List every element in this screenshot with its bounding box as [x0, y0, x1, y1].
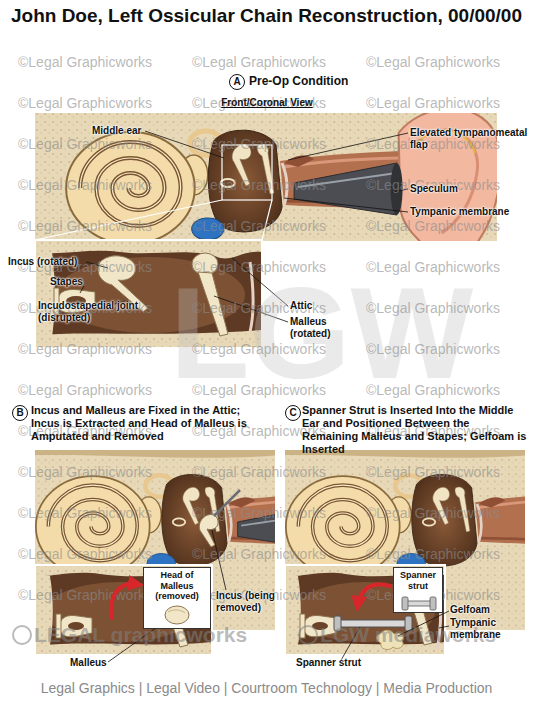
callout-label: Gelfoam [450, 604, 530, 616]
step-description: Incus and Malleus are Fixed in the Attic… [31, 404, 263, 443]
callout-label: Incudostapedial joint (disrupted) [38, 300, 148, 324]
watermark: ©Legal Graphicworks [192, 218, 352, 234]
callout-label: Attic [290, 300, 350, 312]
node-text: Spanner strut [395, 570, 441, 591]
watermark: ©Legal Graphicworks [18, 95, 178, 111]
watermark: ©Legal Graphicworks [192, 54, 352, 70]
watermark: ©Legal Graphicworks [366, 300, 526, 316]
watermark: ©Legal Graphicworks [192, 382, 352, 398]
callout-label: Spanner strut [296, 657, 386, 669]
watermark: ©Legal Graphicworks [18, 546, 178, 562]
watermark: ©Legal Graphicworks [192, 341, 352, 357]
watermark: ©Legal Graphicworks [366, 382, 526, 398]
callout-label: Tympanic membrane [450, 617, 530, 641]
diagram-title: John Doe, Left Ossicular Chain Reconstru… [8, 4, 525, 27]
watermark: ©Legal Graphicworks [366, 464, 526, 480]
watermark: ©Legal Graphicworks [192, 464, 352, 480]
callout-label: Incus (rotated) [8, 256, 108, 268]
step-letter: A [229, 74, 245, 90]
watermark: ©Legal Graphicworks [192, 136, 352, 152]
watermark: ©Legal Graphicworks [366, 341, 526, 357]
callout-label: Incus (being removed) [216, 590, 278, 614]
leader-line [284, 198, 408, 212]
node-text: C [289, 407, 296, 419]
watermark: ©Legal Graphicworks [366, 505, 526, 521]
footer-text: Legal Graphics | Legal Video | Courtroom… [0, 680, 533, 697]
watermark: ©Legal Graphicworks [366, 218, 526, 234]
watermark: ©Legal Graphicworks [18, 136, 178, 152]
node-text: A [233, 76, 240, 88]
detail-box: Spanner strut [393, 567, 443, 613]
step-letter: B [12, 405, 28, 421]
watermark: ©Legal Graphicworks [18, 218, 178, 234]
logo-mark [13, 626, 31, 644]
watermark: ©Legal Graphicworks [366, 54, 526, 70]
callout-label: Middle ear [92, 125, 152, 137]
watermark: ©Legal Graphicworks [366, 95, 526, 111]
watermark: ©Legal Graphicworks [366, 136, 526, 152]
callout-label: Malleus [70, 657, 130, 669]
watermark: ©Legal Graphicworks [18, 341, 178, 357]
watermark: ©Legal Graphicworks [192, 259, 352, 275]
watermark: ©Legal Graphicworks [18, 177, 178, 193]
logo-mark [299, 626, 317, 644]
watermark: ©Legal Graphicworks [192, 546, 352, 562]
callout-label: Tympanic membrane [410, 206, 528, 218]
callout-label: Malleus (rotated) [290, 316, 360, 340]
node-text: Head of Malleus (removed) [145, 570, 209, 602]
watermark: ©Legal Graphicworks [366, 546, 526, 562]
watermark: ©Legal Graphicworks [366, 587, 526, 603]
watermark: ©Legal Graphicworks [18, 505, 178, 521]
callout-label: Stapes [50, 276, 100, 288]
callout-label: Elevated tympanomeatal flap [410, 127, 528, 151]
detail-box: Head of Malleus (removed) [143, 567, 211, 629]
leader-line [80, 286, 84, 293]
pre-op-inset [35, 240, 262, 258]
node-text: B [16, 407, 23, 419]
watermark: ©Legal Graphicworks [192, 300, 352, 316]
watermark: ©Legal Graphicworks [18, 382, 178, 398]
step-description: Spanner Strut is Inserted Into the Middl… [302, 404, 527, 456]
watermark: ©Legal Graphicworks [192, 177, 352, 193]
callout-label: Speculum [410, 183, 520, 195]
watermark: ©Legal Graphicworks [18, 464, 178, 480]
watermark: ©Legal Graphicworks [192, 505, 352, 521]
watermark: ©Legal Graphicworks [366, 259, 526, 275]
step-letter: C [285, 405, 301, 421]
view-label: Front/Coronal View [200, 97, 334, 109]
section-title: Pre-Op Condition [249, 74, 409, 89]
step-c-inset [300, 614, 305, 638]
watermark: ©Legal Graphicworks [18, 54, 178, 70]
